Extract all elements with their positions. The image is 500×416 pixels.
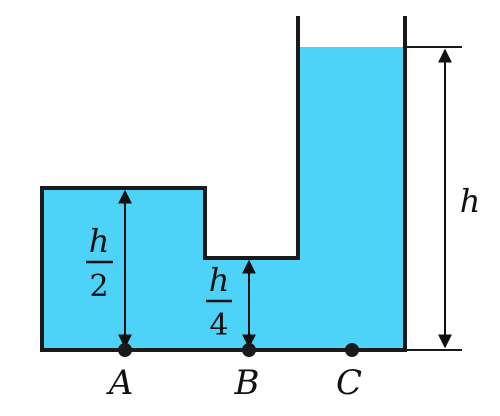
water-fill bbox=[42, 47, 405, 350]
h-half-fraction: h 2 bbox=[86, 222, 113, 304]
h-quarter-denominator: 4 bbox=[209, 308, 228, 343]
h-quarter-numerator: h bbox=[209, 261, 230, 299]
h-half-numerator: h bbox=[89, 222, 110, 260]
point-c-label: C bbox=[336, 363, 362, 403]
point-b-marker bbox=[242, 343, 256, 357]
point-a-marker bbox=[118, 343, 132, 357]
point-a-label: A bbox=[106, 363, 134, 403]
h-quarter-fraction: h 4 bbox=[206, 261, 232, 343]
point-b-label: B bbox=[234, 363, 260, 403]
h-half-denominator: 2 bbox=[89, 269, 108, 304]
height-h-label: h bbox=[460, 182, 481, 220]
point-c-marker bbox=[345, 343, 359, 357]
